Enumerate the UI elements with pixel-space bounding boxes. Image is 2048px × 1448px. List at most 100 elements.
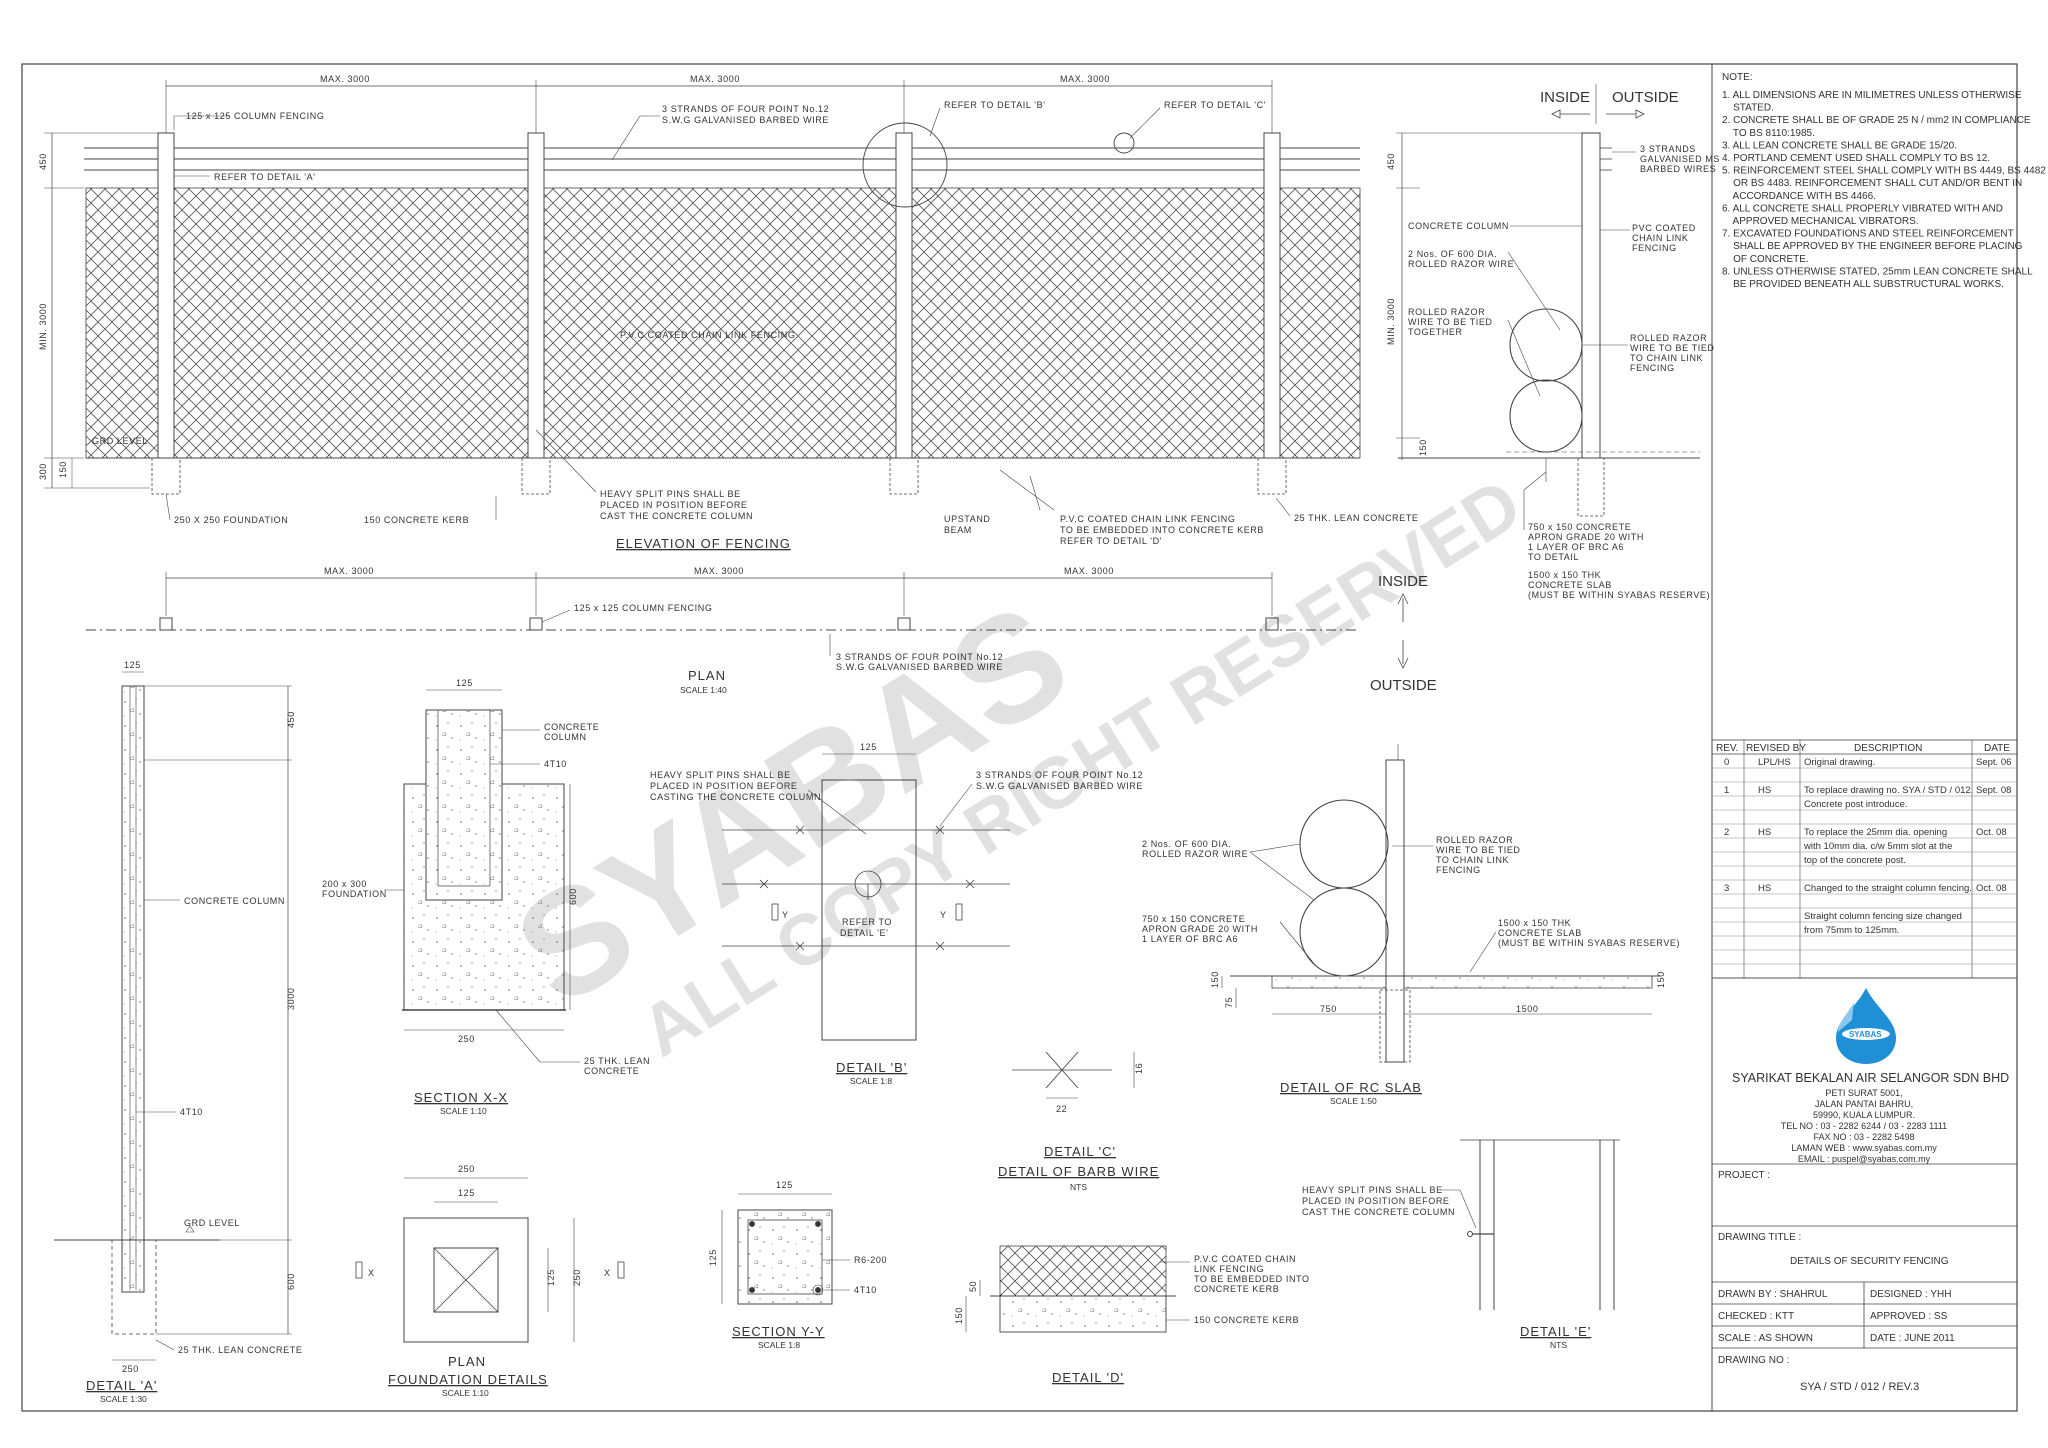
label: P.V.C COATED CHAIN (1194, 1254, 1296, 1264)
dim-label: 16 (1134, 1063, 1144, 1074)
label: TO CHAIN LINK (1436, 855, 1509, 865)
label: CONCRETE SLAB (1528, 580, 1612, 590)
view-scale: SCALE 1:50 (1330, 1096, 1377, 1106)
rc-slab-text: 2 Nos. OF 600 DIA. ROLLED RAZOR WIRE ROL… (1142, 835, 1680, 1106)
foundation-text: 250 125 125 250 X X PLAN FOUNDATION DETA… (368, 1164, 610, 1398)
label-ref-b: REFER TO DETAIL 'B' (944, 100, 1046, 110)
label: 3 STRANDS (1640, 144, 1696, 154)
table-cell: Straight column fencing size changed (1804, 911, 1962, 922)
label: COLUMN (544, 732, 587, 742)
notes: NOTE: 1. ALL DIMENSIONS ARE IN MILIMETRE… (1722, 72, 2046, 290)
dim-label: 3000 (286, 988, 296, 1010)
label: 1 LAYER OF BRC A6 (1528, 542, 1624, 552)
view-title: DETAIL 'A' (86, 1378, 157, 1393)
dim-label: 150 (1210, 971, 1220, 988)
note-line: APPROVED MECHANICAL VIBRATORS. (1722, 216, 1919, 227)
notes-list: 1. ALL DIMENSIONS ARE IN MILIMETRES UNLE… (1722, 90, 2046, 290)
note-line: 3. ALL LEAN CONCRETE SHALL BE GRADE 15/2… (1722, 140, 1957, 151)
label: S.W.G GALVANISED BARBED WIRE (976, 781, 1143, 791)
section-xx (384, 689, 580, 1063)
checked-by: CHECKED : KTT (1718, 1311, 1794, 1322)
drawing-no-label: DRAWING NO : (1718, 1355, 1789, 1366)
detail-b-text: 125 HEAVY SPLIT PINS SHALL BE PLACED IN … (650, 742, 1143, 1086)
label: 125 x 125 COLUMN FENCING (574, 603, 712, 613)
note-line: 4. PORTLAND CEMENT USED SHALL COMPLY TO … (1722, 153, 1990, 164)
note-line: STATED. (1722, 103, 1774, 114)
detail-e (1440, 1139, 1620, 1310)
label-inside: INSIDE (1378, 573, 1428, 590)
dim-label: 125 (456, 678, 473, 688)
company-block: SYABAS SYARIKAT BEKALAN AIR SELANGOR SDN… (1712, 977, 2017, 1164)
section-yy-text: 125 125 R6-200 4T10 SECTION Y-Y SCALE 1:… (708, 1180, 887, 1350)
label: WIRE TO BE TIED (1630, 343, 1715, 353)
view-title: DETAIL 'C' (1044, 1144, 1116, 1159)
dim-label: 600 (568, 888, 578, 905)
view-title: DETAIL OF BARB WIRE (998, 1164, 1159, 1179)
view-scale: SCALE 1:10 (440, 1106, 487, 1116)
syabas-logo: SYABAS (1836, 988, 1896, 1064)
company-name: SYARIKAT BEKALAN AIR SELANGOR SDN BHD (1732, 1071, 2009, 1085)
dim-label: MAX. 3000 (694, 566, 744, 576)
dim-label: 1500 (1516, 1004, 1538, 1014)
col-header: REVISED BY (1746, 743, 1806, 754)
label: TO CHAIN LINK (1630, 353, 1703, 363)
dim-label: 150 (1656, 971, 1666, 988)
detail-c (1012, 1051, 1135, 1099)
label: (MUST BE WITHIN SYABAS RESERVE) (1528, 590, 1710, 600)
label: ROLLED RAZOR (1408, 307, 1485, 317)
label-embed: REFER TO DETAIL 'D' (1060, 536, 1162, 546)
label-pins: CAST THE CONCRETE COLUMN (600, 511, 753, 521)
table-cell: HS (1758, 827, 1771, 838)
col-header: REV. (1716, 743, 1738, 754)
logo-text: SYABAS (1849, 1030, 1882, 1039)
label: CHAIN LINK (1632, 233, 1689, 243)
plan-view (86, 572, 1409, 669)
dim-label: MAX. 3000 (690, 74, 740, 84)
note-line: 8. UNLESS OTHERWISE STATED, 25mm LEAN CO… (1722, 266, 2033, 277)
label: 200 x 300 (322, 879, 367, 889)
label-column: 125 x 125 COLUMN FENCING (186, 111, 324, 121)
label-outside: OUTSIDE (1370, 677, 1437, 694)
label-embed: TO BE EMBEDDED INTO CONCRETE KERB (1060, 525, 1264, 535)
label: R6-200 (854, 1255, 887, 1265)
dim-label: 250 (458, 1164, 475, 1174)
table-cell: 1 (1724, 785, 1729, 796)
label: 4T10 (854, 1285, 877, 1295)
table-cell: Changed to the straight column fencing. (1804, 883, 1972, 894)
label: 4T10 (180, 1107, 203, 1117)
label: ROLLED RAZOR (1630, 333, 1707, 343)
label: S.W.G GALVANISED BARBED WIRE (836, 662, 1003, 672)
label-upstand: UPSTAND (944, 514, 991, 524)
dim-label: 125 (458, 1188, 475, 1198)
note-line: BE PROVIDED BENEATH ALL SUBSTRUCTURAL WO… (1722, 279, 2004, 290)
label: 750 x 150 CONCRETE (1142, 914, 1245, 924)
table-cell: 2 (1724, 827, 1729, 838)
note-line: 6. ALL CONCRETE SHALL PROPERLY VIBRATED … (1722, 203, 2003, 214)
drawing-title: DETAILS OF SECURITY FENCING (1790, 1256, 1949, 1267)
dim-label: 450 (1386, 153, 1396, 170)
dim-label: 125 (546, 1269, 556, 1286)
dim-label: 250 (122, 1364, 139, 1374)
dim-label: 125 (860, 742, 877, 752)
view-title: DETAIL 'E' (1520, 1324, 1591, 1339)
company-line: LAMAN WEB : www.syabas.com.my (1791, 1143, 1937, 1153)
foundation-details (355, 1177, 625, 1343)
table-cell: Original drawing. (1804, 757, 1875, 768)
view-title: SECTION X-X (414, 1090, 508, 1105)
title-block (1712, 1163, 2017, 1349)
view-title: PLAN (448, 1354, 486, 1369)
table-cell: Sept. 06 (1976, 757, 2011, 768)
note-line: ACCORDANCE WITH BS 4466. (1722, 191, 1876, 202)
note-line: TO BS 8110:1985. (1722, 128, 1815, 139)
table-cell: To replace the 25mm dia. opening (1804, 827, 1947, 838)
label: PLACED IN POSITION BEFORE (650, 781, 798, 791)
detail-d (965, 1245, 1190, 1333)
plan-text: MAX. 3000 MAX. 3000 MAX. 3000 125 x 125 … (324, 566, 1437, 695)
revision-headers: REV. REVISED BY DESCRIPTION DATE (1716, 743, 2010, 754)
label: (MUST BE WITHIN SYABAS RESERVE) (1498, 938, 1680, 948)
table-cell: Oct. 08 (1976, 883, 2007, 894)
label: CONCRETE KERB (1194, 1284, 1279, 1294)
view-title: DETAIL OF RC SLAB (1280, 1080, 1422, 1095)
table-cell: with 10mm dia. c/w 5mm slot at the (1803, 841, 1952, 852)
